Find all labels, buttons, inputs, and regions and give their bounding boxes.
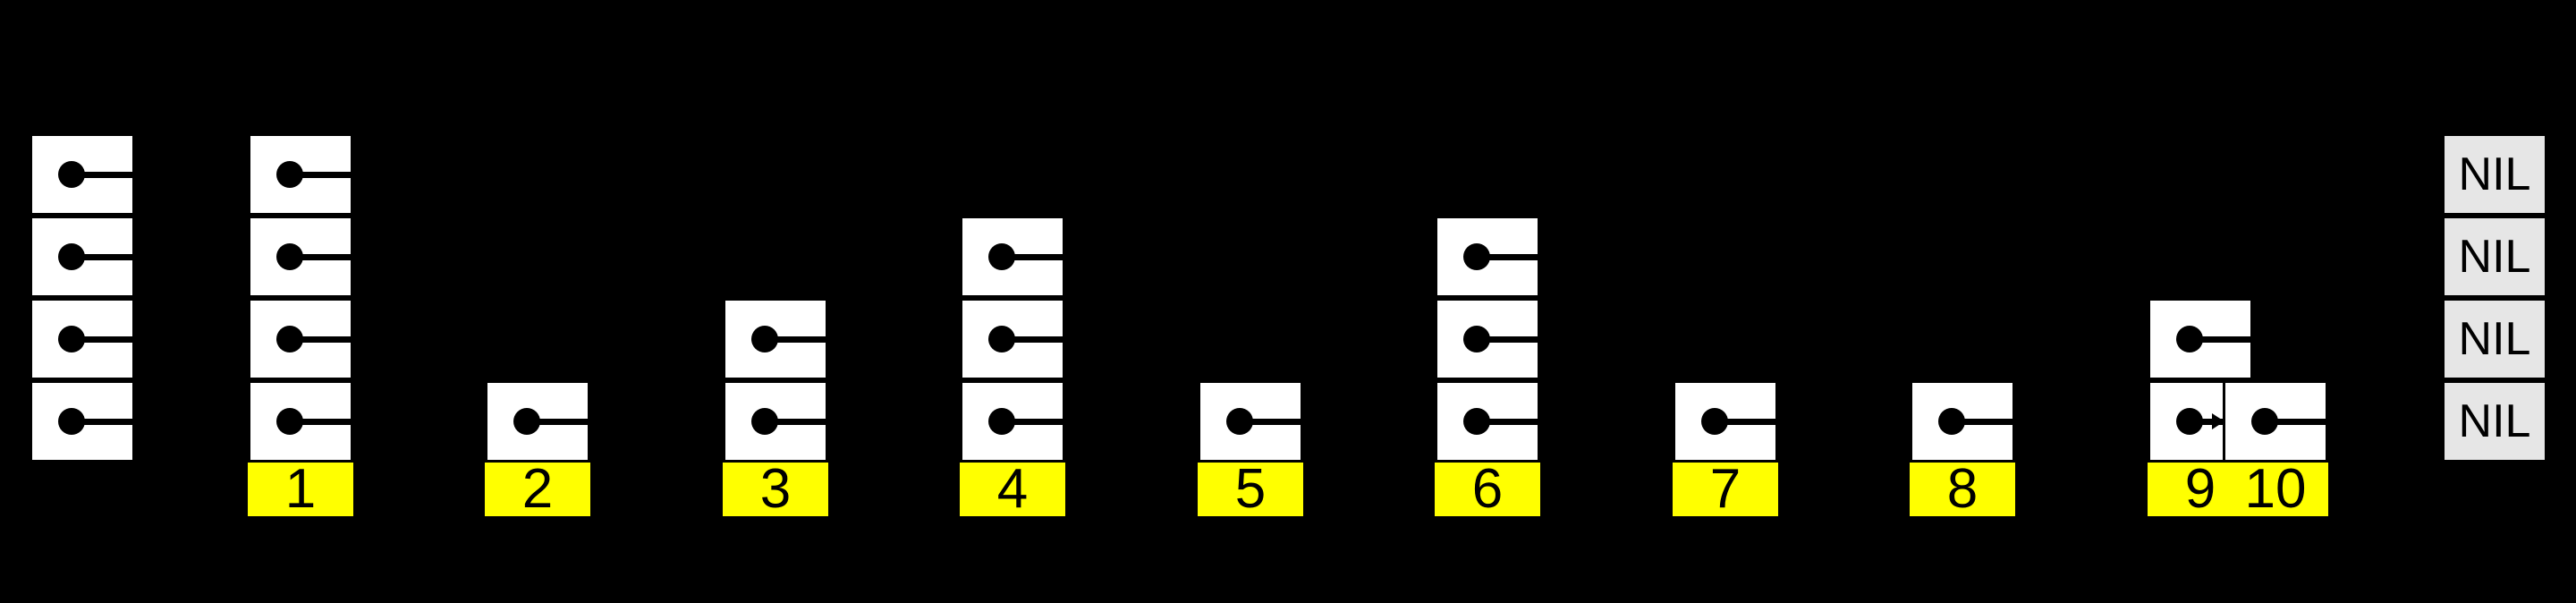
forward-pointer-level-1-from-6 — [1477, 419, 1673, 425]
forward-pointer-level-4-from-head — [72, 172, 248, 178]
key-box-10: 10 — [2223, 458, 2328, 520]
key-label-4: 4 — [996, 458, 1029, 520]
nil-label-level-4: NIL — [2458, 149, 2531, 200]
arrow-head-level-2-to-1 — [237, 331, 250, 347]
arrow-head-level-1-to-6 — [1424, 413, 1436, 429]
arrow-head-level-4-to-nil — [2431, 166, 2444, 183]
arrow-head-level-2-to-3 — [712, 331, 724, 347]
arrow-head-level-1-to-10 — [2212, 413, 2224, 429]
key-label-6: 6 — [1471, 458, 1504, 520]
key-label-1: 1 — [284, 458, 317, 520]
key-label-8: 8 — [1946, 458, 1979, 520]
nil-cell-level-3: NIL — [2442, 216, 2547, 298]
key-box-7: 7 — [1673, 458, 1778, 520]
forward-pointer-level-2-from-1 — [290, 336, 723, 343]
nil-cell-level-1: NIL — [2442, 380, 2547, 463]
arrow-head-level-2-to-9 — [2137, 331, 2149, 347]
forward-pointer-level-2-from-6 — [1477, 336, 2148, 343]
forward-pointer-level-1-from-2 — [527, 419, 723, 425]
key-box-3: 3 — [723, 458, 828, 520]
key-label-3: 3 — [759, 458, 792, 520]
arrow-head-level-3-to-nil — [2431, 249, 2444, 265]
arrow-head-level-4-to-1 — [237, 166, 250, 183]
nil-label-level-3: NIL — [2458, 231, 2531, 283]
arrow-head-level-1-to-1 — [237, 413, 250, 429]
key-box-4: 4 — [960, 458, 1065, 520]
forward-pointer-level-2-from-head — [72, 336, 248, 343]
key-box-8: 8 — [1910, 458, 2015, 520]
forward-pointer-level-1-from-7 — [1715, 419, 1910, 425]
forward-pointer-level-1-from-head — [72, 419, 248, 425]
arrow-head-level-1-to-4 — [949, 413, 962, 429]
arrow-head-level-1-to-3 — [712, 413, 724, 429]
forward-pointer-level-1-from-3 — [765, 419, 960, 425]
key-box-2: 2 — [485, 458, 590, 520]
nil-cell-level-2: NIL — [2442, 298, 2547, 380]
key-label-2: 2 — [521, 458, 554, 520]
arrow-head-level-2-to-6 — [1424, 331, 1436, 347]
nil-cell-level-4: NIL — [2442, 133, 2547, 216]
arrow-head-level-1-to-9 — [2137, 413, 2149, 429]
forward-pointer-level-3-from-4 — [1002, 254, 1435, 260]
forward-pointer-level-3-from-6 — [1477, 254, 2442, 260]
forward-pointer-level-1-from-5 — [1240, 419, 1435, 425]
key-box-1: 1 — [248, 458, 353, 520]
forward-pointer-level-3-from-head — [72, 254, 248, 260]
arrow-head-level-1-to-2 — [474, 413, 487, 429]
forward-pointer-level-1-from-8 — [1952, 419, 2148, 425]
arrow-head-level-2-to-nil — [2431, 331, 2444, 347]
forward-pointer-level-1-from-1 — [290, 419, 485, 425]
arrow-head-level-1-to-nil — [2431, 413, 2444, 429]
arrow-head-level-3-to-1 — [237, 249, 250, 265]
key-label-9: 9 — [2184, 458, 2216, 520]
forward-pointer-level-2-from-4 — [1002, 336, 1435, 343]
nil-label-level-2: NIL — [2458, 313, 2531, 365]
forward-pointer-level-1-from-9 — [2190, 419, 2223, 425]
arrow-head-level-1-to-7 — [1662, 413, 1674, 429]
arrow-head-level-2-to-4 — [949, 331, 962, 347]
key-label-5: 5 — [1234, 458, 1267, 520]
forward-pointer-level-2-from-3 — [765, 336, 960, 343]
key-box-5: 5 — [1198, 458, 1303, 520]
arrow-head-level-1-to-5 — [1187, 413, 1199, 429]
arrow-head-level-3-to-4 — [949, 249, 962, 265]
forward-pointer-level-4-from-1 — [290, 172, 2442, 178]
key-label-7: 7 — [1709, 458, 1741, 520]
key-box-6: 6 — [1435, 458, 1540, 520]
forward-pointer-level-1-from-4 — [1002, 419, 1198, 425]
arrow-head-level-1-to-8 — [1899, 413, 1911, 429]
nil-label-level-1: NIL — [2458, 395, 2531, 447]
forward-pointer-level-1-from-10 — [2265, 419, 2442, 425]
forward-pointer-level-2-from-9 — [2190, 336, 2442, 343]
arrow-head-level-3-to-6 — [1424, 249, 1436, 265]
forward-pointer-level-3-from-1 — [290, 254, 960, 260]
key-label-10: 10 — [2244, 458, 2307, 520]
